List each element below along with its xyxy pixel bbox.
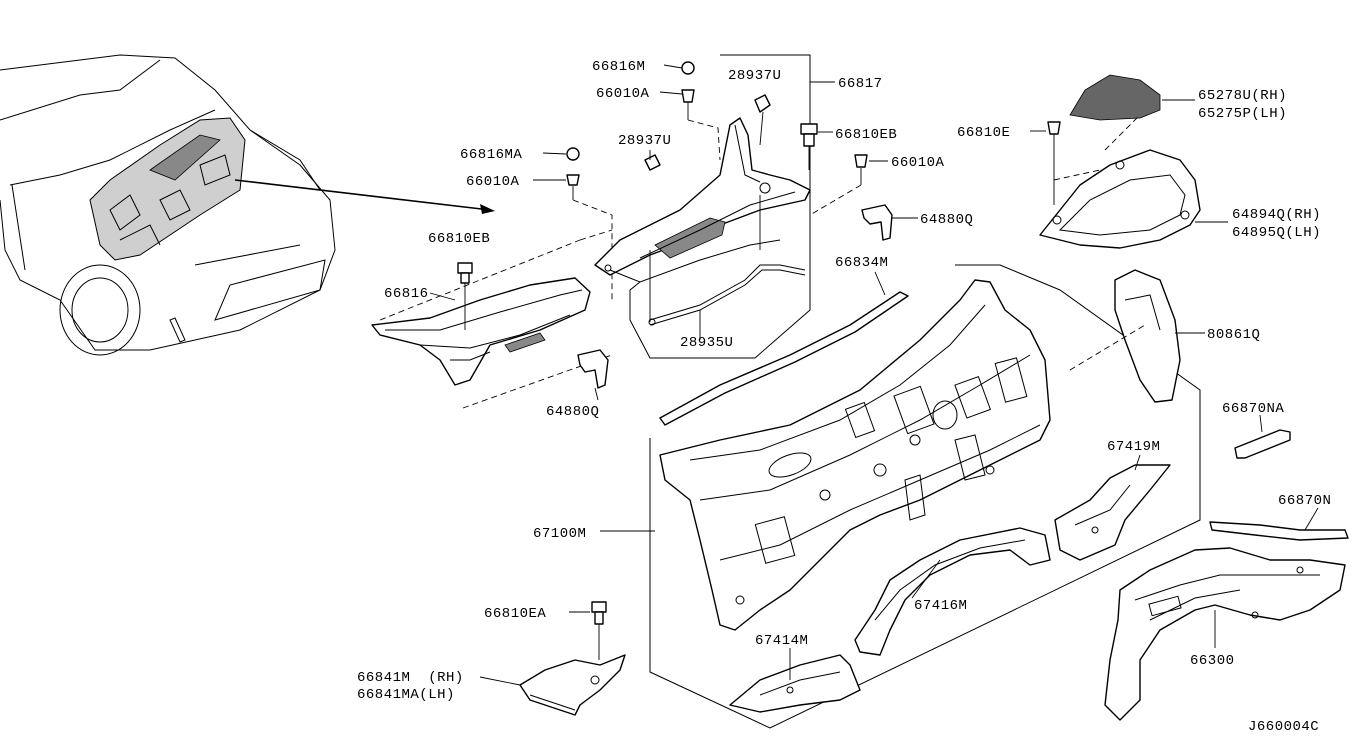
label-28935U: 28935U: [680, 335, 733, 351]
dash-side-member: [854, 527, 1051, 656]
label-66841M: 66841M (RH): [357, 670, 464, 686]
diagram-id: J660004C: [1248, 719, 1319, 735]
part-labels: 66816M 66010A 28937U 66817 66816MA 66010…: [357, 59, 1331, 735]
label-28937U-top: 28937U: [728, 68, 781, 84]
label-66010A-top: 66010A: [596, 86, 650, 102]
label-67414M: 67414M: [755, 633, 808, 649]
weatherstrip-seal: [659, 291, 909, 426]
bracket-icon: [577, 349, 609, 401]
label-66870N: 66870N: [1278, 493, 1331, 509]
label-66816MA: 66816MA: [460, 147, 522, 163]
label-66810EA: 66810EA: [484, 606, 546, 622]
insulator-pad-icon: [1069, 269, 1181, 403]
dash-side-bracket: [1054, 464, 1171, 561]
clip-fastener-icon: [681, 61, 721, 161]
car-front-view-icon: [0, 54, 495, 356]
label-80861Q: 80861Q: [1207, 327, 1260, 343]
reinforcement-plate: [1234, 429, 1291, 459]
label-64880Q-mid: 64880Q: [920, 212, 973, 228]
dash-lower-bracket: [729, 654, 861, 713]
label-65278U: 65278U(RH): [1198, 88, 1287, 104]
label-65275P: 65275P(LH): [1198, 106, 1287, 122]
cowl-side-panel: [1104, 547, 1346, 721]
label-28937U-mid: 28937U: [618, 133, 671, 149]
leader-lines: [429, 64, 1319, 686]
label-66816M: 66816M: [592, 59, 645, 75]
label-64894Q: 64894Q(RH): [1232, 207, 1321, 223]
dash-panel: [649, 264, 1201, 729]
clip-fastener-icon: [800, 123, 818, 170]
clip-fastener-icon: [457, 262, 473, 330]
label-64895Q: 64895Q(LH): [1232, 225, 1321, 241]
clip-fastener-icon: [809, 154, 868, 216]
label-66841MA: 66841MA(LH): [357, 687, 455, 703]
label-66810EB-mid: 66810EB: [835, 127, 897, 143]
label-66810EB-left: 66810EB: [428, 231, 490, 247]
cowl-side-bracket: [519, 601, 626, 716]
cowl-top-cover-left: [371, 239, 613, 409]
label-66834M: 66834M: [835, 255, 888, 271]
bracket-icon: [861, 204, 893, 241]
label-66010A-left: 66010A: [466, 174, 520, 190]
label-66810E: 66810E: [957, 125, 1010, 141]
reinforcement-strip: [1209, 521, 1349, 541]
label-66816: 66816: [384, 286, 429, 302]
label-66817: 66817: [838, 76, 883, 92]
clip-fastener-icon: [566, 147, 613, 300]
label-67100M: 67100M: [533, 526, 586, 542]
label-67419M: 67419M: [1107, 439, 1160, 455]
cowl-top-center: [594, 54, 811, 359]
label-64880Q-low: 64880Q: [546, 404, 599, 420]
label-66870NA: 66870NA: [1222, 401, 1284, 417]
insulator-pad-icon: [1039, 74, 1201, 249]
label-66010A-mid: 66010A: [891, 155, 945, 171]
label-66300: 66300: [1190, 653, 1235, 669]
label-67416M: 67416M: [914, 598, 967, 614]
